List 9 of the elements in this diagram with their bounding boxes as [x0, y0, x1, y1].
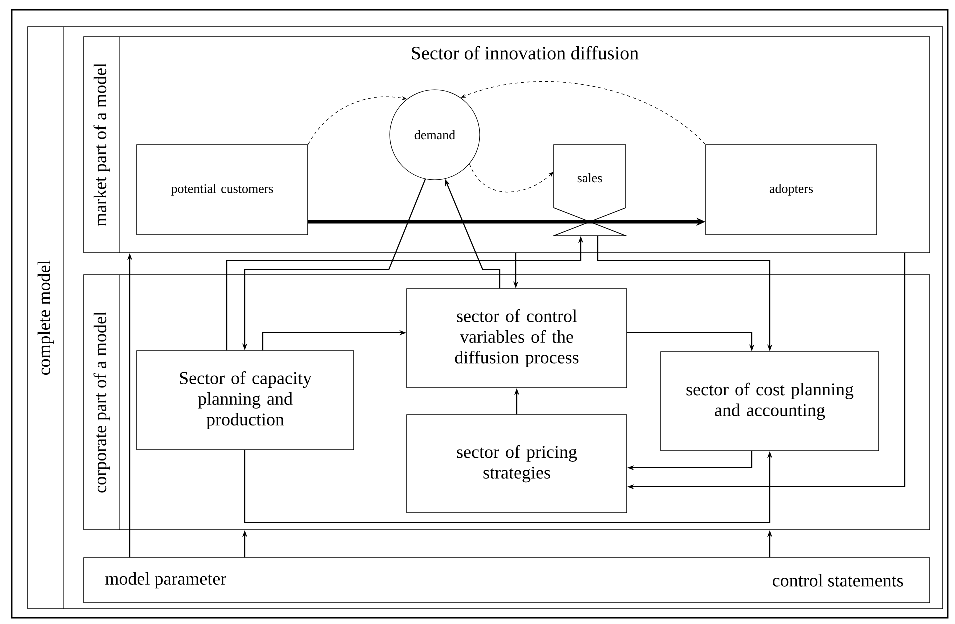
- sector-box: sector of pricing strategies: [406, 414, 628, 514]
- stock-box: potential customers: [136, 144, 308, 236]
- arrow: [469, 164, 554, 193]
- stock-box: adopters: [706, 144, 878, 236]
- sector-box: sector of control variables of the diffusion process: [406, 288, 628, 388]
- input-box: model parameter control statements: [84, 558, 930, 604]
- sector-box: Sector of capacity planning and production: [136, 350, 354, 450]
- arrow: [461, 81, 706, 145]
- sector-box: sector of cost planning and accounting: [660, 352, 880, 452]
